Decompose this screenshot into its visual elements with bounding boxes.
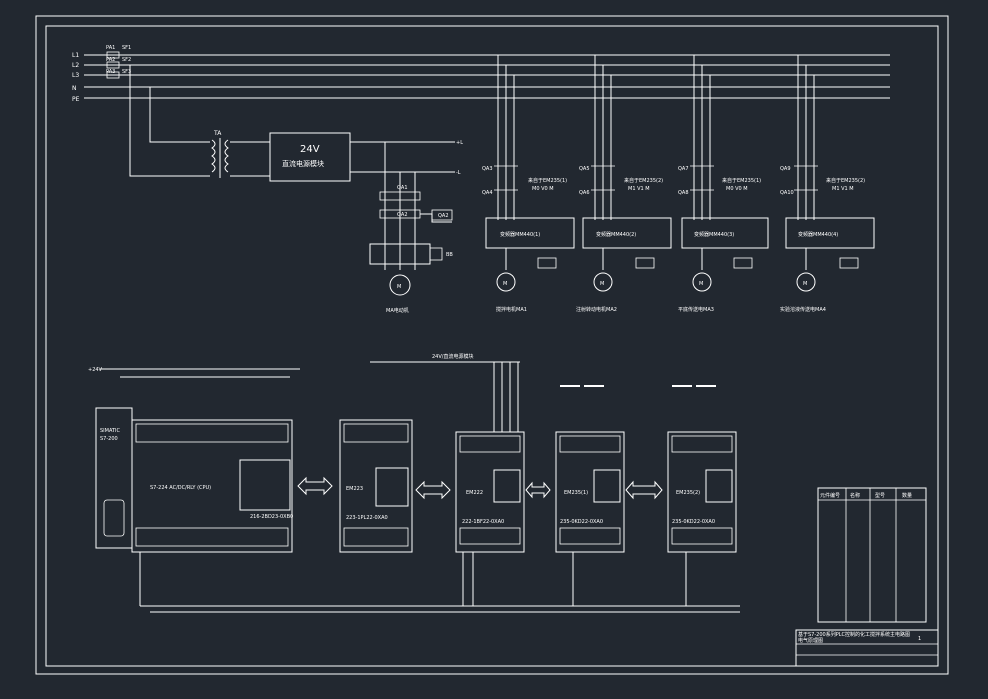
power-bus: L1 L2 L3 N PE PA1 SF1 PA2 SF2 PA3 SF3 bbox=[72, 45, 890, 103]
plc-cpu-label: S7-224 AC/DC/RLY (CPU) bbox=[150, 485, 211, 491]
svg-text:+L: +L bbox=[456, 140, 463, 146]
drive-3-signals: M0 V0 M bbox=[726, 186, 748, 192]
transformer-label: TA bbox=[213, 130, 222, 137]
drive-3-breaker-a: QA7 bbox=[678, 166, 689, 172]
plc-supply-label: +24V bbox=[88, 367, 103, 373]
legend-header-model: 型号 bbox=[875, 492, 885, 499]
module-2-order: 222-1BF22-0XA0 bbox=[462, 519, 504, 525]
module-em235-2: EM235(2) 235-0KD22-0XA0 bbox=[667, 385, 737, 553]
drive-1-breaker-b: QA4 bbox=[482, 190, 493, 196]
drive-4-name: 变频器MM440(4) bbox=[798, 231, 838, 238]
drive-1-signal-source: 来自于EM235(1) bbox=[528, 177, 567, 184]
module-1-order: 223-1PL22-0XA0 bbox=[346, 515, 388, 521]
drive-2-signal-source: 来自于EM235(2) bbox=[624, 177, 663, 184]
phase-label-pe: PE bbox=[72, 96, 80, 103]
drive-3-name: 变频器MM440(3) bbox=[694, 231, 734, 238]
contactor-qa1: QA1 bbox=[397, 185, 408, 191]
transformer-ta: TA bbox=[129, 65, 270, 178]
drive-1-caption: 搅拌电机MA1 bbox=[496, 306, 527, 313]
plc-bus-label: 24V/直流电源模块 bbox=[432, 353, 473, 360]
ammeter-label-1: PA1 bbox=[106, 45, 115, 51]
drive-3-breaker-b: QA8 bbox=[678, 190, 689, 196]
drive-2-caption: 注射转动电机MA2 bbox=[576, 306, 617, 313]
drive-4-signals: M1 V1 M bbox=[832, 186, 854, 192]
drawing-subtitle: 电气原理图 bbox=[798, 637, 823, 644]
module-em235-1: EM235(1) 235-0KD22-0XA0 bbox=[555, 385, 625, 553]
drive-4-caption: 实验溶液传送电MA4 bbox=[780, 306, 826, 313]
module-em222: EM222 222-1BF22-0XA0 bbox=[455, 431, 525, 553]
lower-wiring bbox=[139, 362, 740, 613]
ammeter-label-2: PA2 bbox=[106, 57, 115, 63]
bus-arrows bbox=[297, 476, 663, 500]
outer-frame bbox=[35, 15, 949, 675]
phase-label-l2: L2 bbox=[72, 62, 79, 69]
breaker-label-2: SF2 bbox=[122, 57, 131, 63]
drive-4-signal-source: 来自于EM235(2) bbox=[826, 177, 865, 184]
psu-name: 直流电源模块 bbox=[282, 159, 324, 168]
plc-order-number: 216-2BD23-0XB0 bbox=[250, 514, 293, 520]
drive-mm440-4: QA9 QA10 来自于EM235(2) M1 V1 M 变频器MM440(4)… bbox=[780, 55, 875, 313]
plc-cpu-224: +24V 24V/直流电源模块 SIMATIC S7-200 S7-224 AC… bbox=[88, 353, 520, 553]
drive-2-name: 变频器MM440(2) bbox=[596, 231, 636, 238]
legend-header-id: 元件编号 bbox=[820, 492, 840, 499]
drive-4-breaker-a: QA9 bbox=[780, 166, 791, 172]
drive-4-breaker-b: QA10 bbox=[780, 190, 794, 196]
module-1-name: EM223 bbox=[346, 486, 363, 492]
relay-bb: BB bbox=[446, 252, 453, 258]
psu-voltage: 24V bbox=[300, 144, 320, 155]
drive-1-signals: M0 V0 M bbox=[532, 186, 554, 192]
module-3-name: EM235(1) bbox=[564, 490, 588, 496]
phase-label-n: N bbox=[72, 85, 77, 92]
component-legend-table: 元件编号 名称 型号 数量 bbox=[817, 487, 927, 623]
drive-mm440-1: QA3 QA4 来自于EM235(1) M0 V0 M 变频器MM440(1) … bbox=[482, 55, 575, 313]
module-4-order: 235-0KD22-0XA0 bbox=[672, 519, 715, 525]
phase-label-l1: L1 bbox=[72, 52, 79, 59]
drive-mm440-2: QA5 QA6 来自于EM235(2) M1 V1 M 变频器MM440(2) … bbox=[576, 55, 672, 313]
sheet-number: 1 bbox=[918, 636, 921, 642]
drive-1-name: 变频器MM440(1) bbox=[500, 231, 540, 238]
breaker-label-3: SF3 bbox=[122, 69, 131, 75]
module-em223: EM223 223-1PL22-0XA0 bbox=[339, 419, 413, 553]
drawing-title: 基于S7-200系列PLC控制的化工搅拌系统主电路图 bbox=[798, 631, 910, 638]
inner-frame bbox=[45, 25, 939, 667]
svg-text:M: M bbox=[600, 281, 604, 287]
svg-text:M: M bbox=[699, 281, 703, 287]
drive-3-signal-source: 来自于EM235(1) bbox=[722, 177, 761, 184]
module-2-name: EM222 bbox=[466, 490, 483, 496]
motor-ma-circuit: QA1 QA2 QA2 BB M MA电动机 bbox=[369, 142, 453, 314]
drive-1-breaker-a: QA3 bbox=[482, 166, 493, 172]
svg-text:M: M bbox=[503, 281, 507, 287]
svg-text:-L: -L bbox=[456, 170, 461, 176]
legend-header-qty: 数量 bbox=[902, 492, 912, 499]
drive-2-breaker-a: QA5 bbox=[579, 166, 590, 172]
svg-text:QA2: QA2 bbox=[438, 213, 449, 219]
drive-2-signals: M1 V1 M bbox=[628, 186, 650, 192]
plc-brand: SIMATIC bbox=[100, 428, 121, 434]
legend-header-name: 名称 bbox=[850, 492, 860, 499]
svg-text:M: M bbox=[803, 281, 807, 287]
svg-text:M: M bbox=[397, 284, 401, 290]
psu-24v-module: 24V 直流电源模块 +L -L bbox=[269, 132, 463, 182]
module-3-order: 235-0KD22-0XA0 bbox=[560, 519, 603, 525]
drive-2-breaker-b: QA6 bbox=[579, 190, 590, 196]
plc-model: S7-200 bbox=[100, 436, 118, 442]
drive-3-caption: 平底传送电MA3 bbox=[678, 306, 714, 313]
phase-label-l3: L3 bbox=[72, 72, 79, 79]
motor-ma-caption: MA电动机 bbox=[386, 307, 409, 314]
drive-mm440-3: QA7 QA8 来自于EM235(1) M0 V0 M 变频器MM440(3) … bbox=[678, 55, 769, 313]
breaker-label-1: SF1 bbox=[122, 45, 131, 51]
module-4-name: EM235(2) bbox=[676, 490, 700, 496]
contactor-qa2: QA2 bbox=[397, 212, 408, 218]
title-block: 基于S7-200系列PLC控制的化工搅拌系统主电路图 电气原理图 1 bbox=[795, 629, 939, 667]
